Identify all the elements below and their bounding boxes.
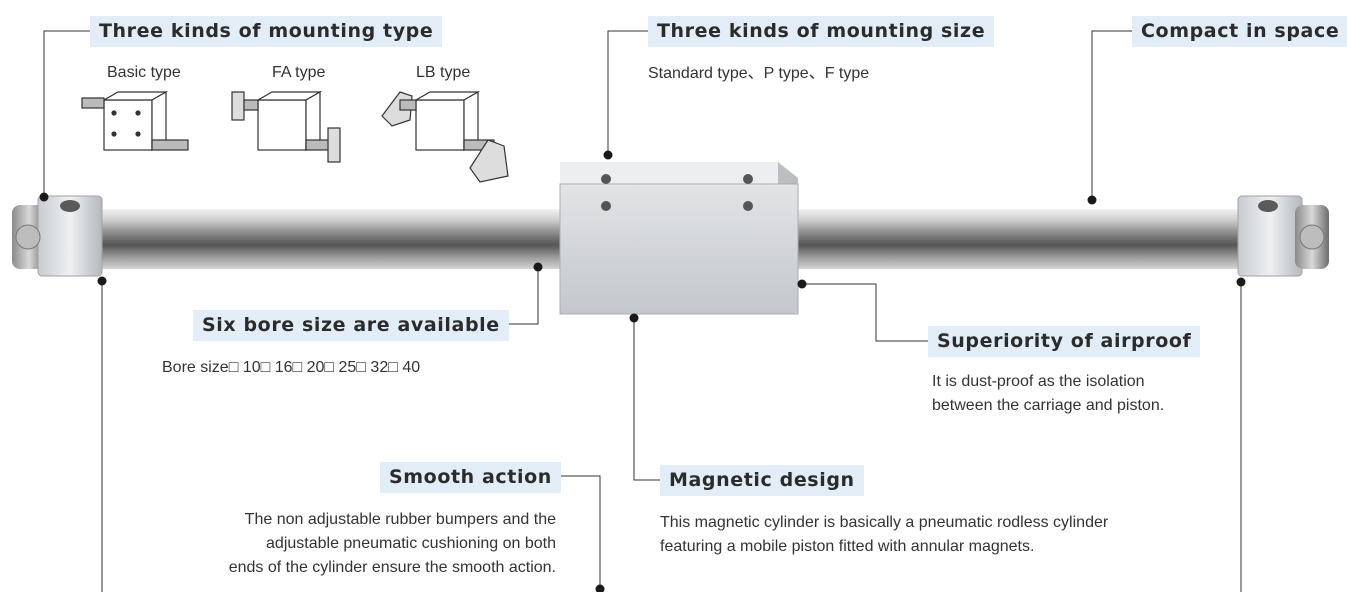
- mounting-type-title: Three kinds of mounting type: [90, 16, 443, 47]
- magnetic-line-2: featuring a mobile piston fitted with an…: [660, 538, 1035, 555]
- leader-lines: [43, 30, 1242, 592]
- bore-text: Bore size□ 10□ 16□ 20□ 25□ 32□ 40: [162, 359, 421, 376]
- carriage-block: [559, 162, 799, 315]
- smooth-line-3: ends of the cylinder ensure the smooth a…: [228, 559, 556, 576]
- smooth-line-1: The non adjustable rubber bumpers and th…: [244, 511, 556, 528]
- left-end-cap: [12, 195, 103, 277]
- smooth-line-2: adjustable pneumatic cushioning on both: [266, 535, 556, 552]
- fa-type-thumbnail: [231, 90, 341, 163]
- lb-type-caption: LB type: [416, 64, 471, 81]
- callout-dots: [39, 150, 1246, 592]
- lb-type-thumbnail: [381, 90, 509, 183]
- airproof-title: Superiority of airproof: [928, 326, 1201, 357]
- magnetic-title: Magnetic design: [660, 465, 864, 496]
- basic-type-caption: Basic type: [107, 64, 181, 81]
- mounting-size-text: Standard type、P type、F type: [648, 65, 870, 82]
- airproof-line-1: It is dust-proof as the isolation: [932, 373, 1145, 390]
- fa-type-caption: FA type: [272, 64, 326, 81]
- compact-title: Compact in space: [1132, 16, 1347, 47]
- magnetic-line-1: This magnetic cylinder is basically a pn…: [660, 514, 1109, 531]
- smooth-title: Smooth action: [380, 462, 561, 493]
- airproof-line-2: between the carriage and piston.: [932, 397, 1165, 414]
- right-end-cap: [1237, 195, 1329, 277]
- basic-type-thumbnail: [81, 90, 189, 152]
- mounting-size-title: Three kinds of mounting size: [648, 16, 995, 47]
- bore-title: Six bore size are available: [193, 310, 509, 341]
